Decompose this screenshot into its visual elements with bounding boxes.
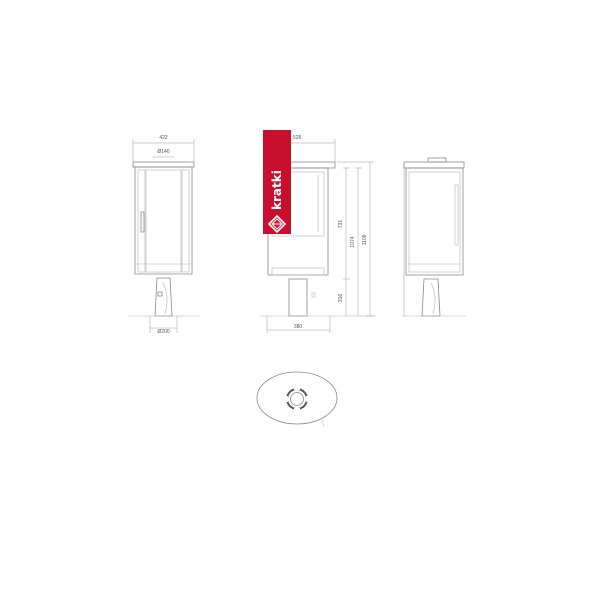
front-body — [134, 166, 193, 275]
front-left-panel — [137, 169, 146, 273]
total-height-label: 1109 — [362, 234, 368, 245]
flue-diameter-dimension: Ø146 — [153, 149, 174, 158]
top-view — [256, 371, 338, 427]
front-width-dimension: 422 — [132, 135, 195, 162]
front-right-panel — [181, 169, 190, 273]
door-height-label: 731 — [338, 220, 344, 229]
front-view: 422 Ø146 Ø200 — [128, 135, 200, 335]
kratki-logo-text: kratki — [270, 170, 284, 210]
flue-outlet-icon — [285, 387, 309, 411]
base-height-label: 316 — [338, 294, 344, 303]
front-pedestal-bolt — [157, 291, 163, 297]
front-top-plate — [132, 161, 195, 168]
body-height-dimension: 1074 — [350, 167, 362, 316]
flue-diameter-label: Ø146 — [157, 149, 169, 155]
side-depth-top-label: 528 — [293, 135, 302, 141]
door-height-dimension: 731 — [338, 167, 350, 279]
front-door-handle — [140, 211, 145, 233]
body-height-label: 1074 — [350, 236, 356, 247]
front-width-label: 422 — [159, 135, 168, 141]
front-door — [145, 169, 182, 273]
back-view — [402, 157, 466, 317]
kratki-logo-icon: kratki — [263, 130, 291, 234]
side-depth-base-dimension: 380 — [266, 316, 331, 333]
base-height-dimension: 316 — [338, 278, 350, 316]
total-height-dimension: 1109 — [337, 161, 374, 317]
top-view-outline — [256, 371, 338, 425]
kratki-logo-mark — [267, 214, 287, 234]
back-top-plate — [403, 161, 465, 169]
side-depth-base-label: 380 — [294, 324, 303, 330]
base-diameter-label: Ø200 — [157, 329, 169, 335]
side-pedestal — [288, 278, 308, 317]
back-flue-collar — [427, 157, 447, 163]
back-pedestal — [421, 278, 441, 317]
back-body — [405, 167, 464, 276]
